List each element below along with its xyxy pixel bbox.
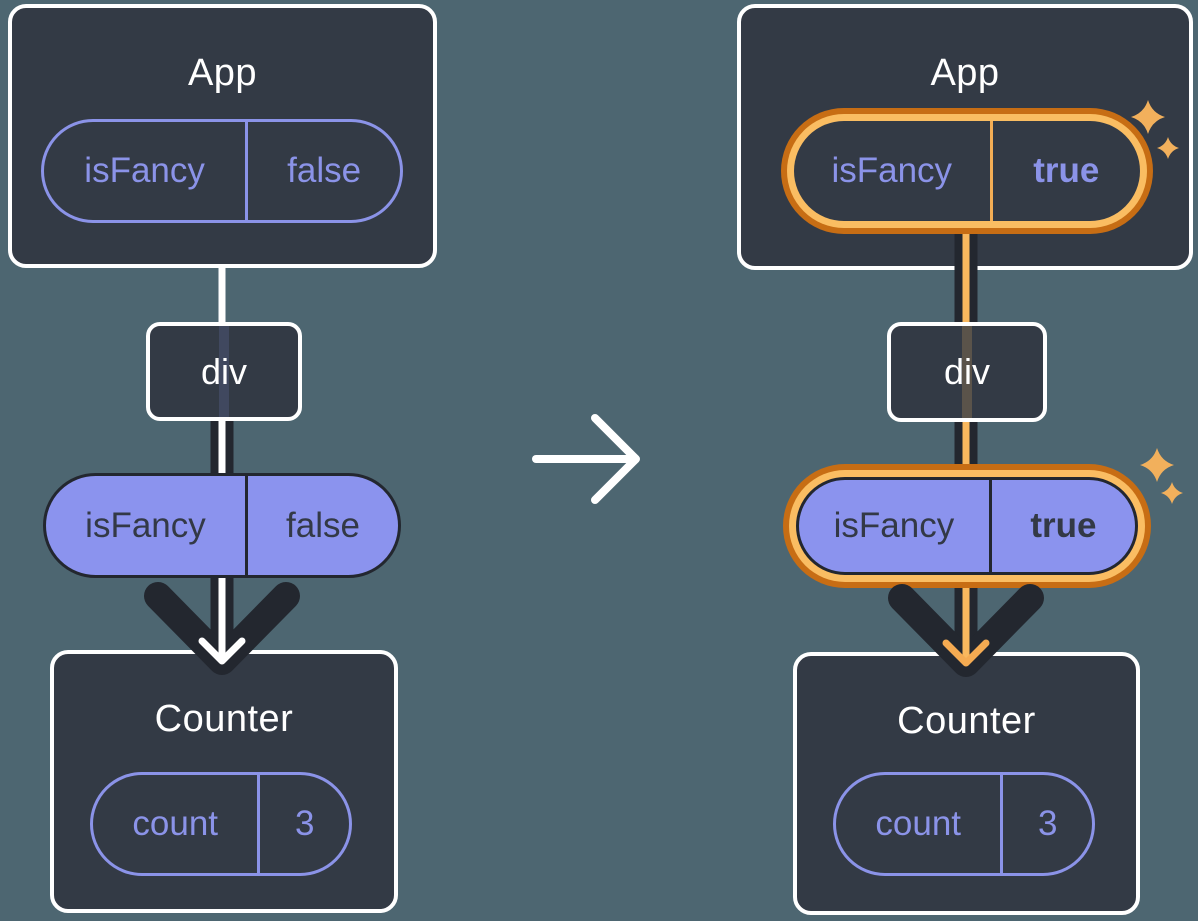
sparkle-icon (1140, 448, 1174, 482)
state-name: count (875, 804, 962, 843)
highlight-ring: isFancy true (787, 114, 1147, 228)
div-label: div (200, 350, 248, 392)
prop-pill-before: isFancy false (43, 473, 401, 578)
state-name: isFancy (831, 151, 953, 190)
pill-divider (1000, 775, 1004, 873)
state-value: 3 (294, 804, 315, 843)
div-node-after: div (887, 322, 1047, 422)
pass-through-stripe (962, 326, 972, 418)
counter-state-pill: count 3 (90, 772, 352, 876)
div-node-before: div (146, 322, 302, 421)
app-title: App (930, 52, 1000, 94)
prop-value: false (286, 505, 360, 545)
prop-value: true (1030, 506, 1097, 545)
prop-flow-before (210, 418, 234, 480)
counter-card-after: Counter count 3 (793, 652, 1140, 915)
pill-divider (988, 480, 992, 572)
sparkle-icon (1161, 482, 1183, 504)
state-value: true (1033, 151, 1100, 190)
pill-divider (989, 121, 993, 221)
app-title: App (187, 52, 258, 94)
pass-through-stripe (219, 326, 229, 417)
pill-divider (244, 476, 248, 575)
arrow-right-icon (532, 414, 640, 504)
state-name: isFancy (84, 151, 205, 190)
app-card-after: App isFancy true (737, 4, 1193, 270)
prop-name: isFancy (85, 505, 206, 545)
div-label: div (943, 351, 991, 392)
arrow-down-icon (144, 578, 300, 675)
state-value: false (287, 151, 362, 190)
tree-edge-before (218, 264, 226, 325)
prop-flow-core-after (962, 418, 970, 470)
counter-title: Counter (154, 698, 294, 740)
prop-flow-core-before (218, 418, 226, 480)
app-card-before: App isFancy false (8, 4, 437, 268)
counter-state-pill: count 3 (833, 772, 1095, 876)
state-value: 3 (1037, 804, 1058, 843)
counter-card-before: Counter count 3 (50, 650, 398, 913)
pill-divider (245, 122, 249, 220)
highlighted-state-pill: isFancy true (781, 108, 1153, 234)
prop-name: isFancy (833, 506, 955, 545)
highlighted-prop-pill: isFancy true (783, 464, 1151, 588)
state-name: count (132, 804, 219, 843)
app-state-pill: isFancy false (41, 119, 403, 223)
pill-divider (257, 775, 261, 873)
highlight-ring: isFancy true (789, 470, 1145, 582)
counter-title: Counter (897, 700, 1036, 742)
prop-flow-after (954, 418, 978, 470)
